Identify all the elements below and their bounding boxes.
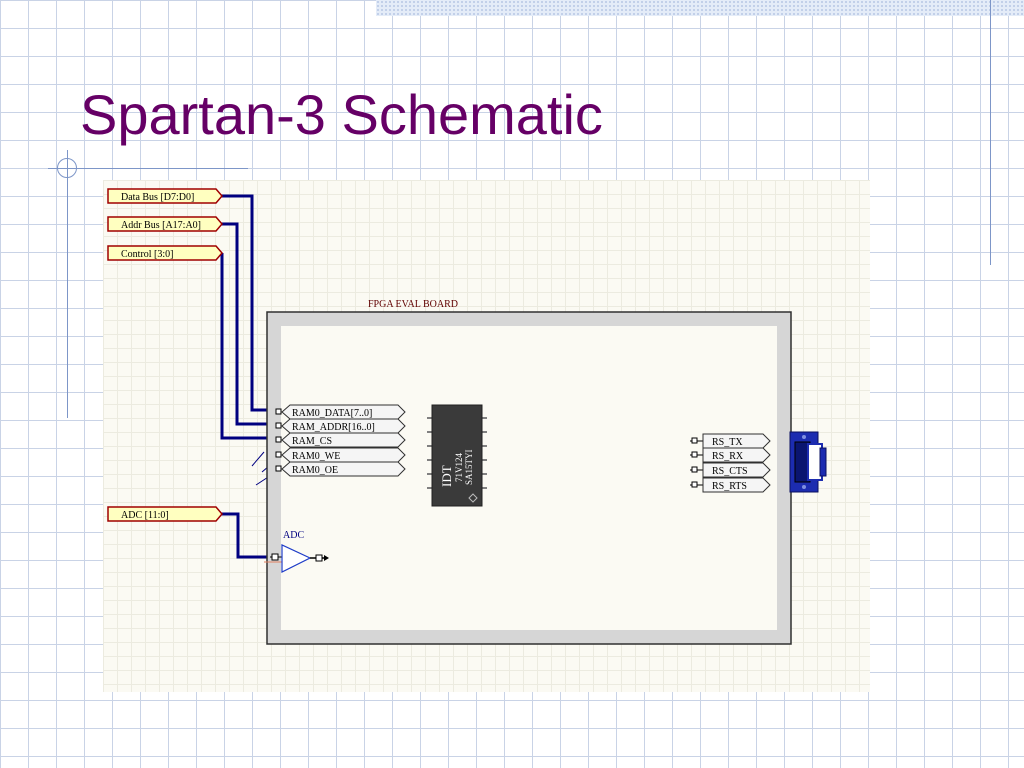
- port-shape: [107, 506, 223, 522]
- ram-pin-markers: [275, 408, 282, 472]
- port-label: RS_TX: [712, 437, 743, 448]
- board-inner-area: [281, 326, 777, 630]
- port-label: RAM_CS: [292, 436, 332, 447]
- port-shape: [702, 447, 771, 463]
- port-label: RS_RX: [712, 451, 744, 462]
- port-shape: [702, 477, 771, 493]
- input-port-data-bus: Data Bus [D7:D0]: [107, 188, 223, 204]
- port-label: RAM0_DATA[7..0]: [292, 408, 372, 419]
- ram-port-oe: RAM0_OE: [281, 461, 406, 477]
- connector-lip: [819, 447, 827, 477]
- input-port-adc: ADC [11:0]: [107, 506, 223, 522]
- port-label: RAM_ADDR[16..0]: [292, 422, 375, 433]
- port-label: Data Bus [D7:D0]: [121, 192, 194, 203]
- port-shape: [107, 216, 223, 232]
- rs-pin-marker: [691, 437, 698, 444]
- rs-pin-marker: [691, 466, 698, 473]
- adc-triangle: [281, 544, 312, 573]
- adc-buffer: ADC: [264, 530, 329, 573]
- port-shape: [281, 461, 406, 477]
- chip-orientation-mark: [468, 493, 478, 503]
- port-label: RAM0_OE: [292, 465, 338, 476]
- chip-text-line1: IDT: [439, 465, 454, 487]
- chip-text-line2: 71V124: [454, 453, 464, 482]
- port-shape: [107, 188, 223, 204]
- decorative-top-band: [376, 0, 1024, 16]
- port-label: Addr Bus [A17:A0]: [121, 220, 201, 231]
- input-port-control: Control [3:0]: [107, 245, 223, 261]
- port-shape: [702, 433, 771, 449]
- port-label: RAM0_WE: [292, 451, 340, 462]
- decorative-left-rule: [67, 150, 68, 418]
- rs-port-cts: RS_CTS: [690, 462, 771, 478]
- slide-title: Spartan-3 Schematic: [80, 83, 603, 146]
- ram-chip: IDT 71V124 SA15TYI: [427, 404, 487, 507]
- rs-port-tx: RS_TX: [690, 433, 771, 449]
- decorative-right-rule: [990, 0, 991, 265]
- chip-body: [431, 404, 483, 507]
- chip-pins: [427, 417, 487, 489]
- input-port-addr-bus: Addr Bus [A17:A0]: [107, 216, 223, 232]
- board-label: FPGA EVAL BOARD: [368, 299, 458, 310]
- port-shape: [281, 432, 406, 448]
- rs-pin-marker: [691, 481, 698, 488]
- wire-adc-bus: [221, 512, 278, 559]
- port-shape: [107, 245, 223, 261]
- port-label: ADC [11:0]: [121, 510, 169, 521]
- serial-connector-icon: [789, 431, 827, 493]
- wire-control-bus: [220, 253, 282, 440]
- adc-output-marker: [315, 554, 323, 562]
- pin-marker: [275, 408, 282, 415]
- connector-screw-bottom: [802, 485, 806, 489]
- adc-input-marker: [271, 553, 279, 561]
- ram-port-addr: RAM_ADDR[16..0]: [281, 418, 406, 434]
- chip-text-line3: SA15TYI: [464, 449, 474, 485]
- ram-port-cs: RAM_CS: [281, 432, 406, 448]
- pin-marker: [275, 422, 282, 429]
- control-line-extra: [251, 451, 265, 467]
- rs-port-rx: RS_RX: [690, 447, 771, 463]
- title-underline-rule: [48, 168, 248, 169]
- decorative-circle: [57, 158, 77, 178]
- adc-label: ADC: [283, 530, 304, 541]
- port-label: RS_RTS: [712, 481, 747, 492]
- wire-addr-bus: [221, 222, 282, 426]
- ram-port-we: RAM0_WE: [281, 447, 406, 463]
- ram-port-data: RAM0_DATA[7..0]: [281, 404, 406, 420]
- pin-marker: [275, 465, 282, 472]
- port-shape: [702, 462, 771, 478]
- rs-port-rts: RS_RTS: [690, 477, 771, 493]
- pin-marker: [275, 436, 282, 443]
- port-label: Control [3:0]: [121, 249, 174, 260]
- connector-screw-top: [802, 435, 806, 439]
- port-label: RS_CTS: [712, 466, 748, 477]
- rs-pin-marker: [691, 451, 698, 458]
- adc-output-arrow: [324, 555, 329, 561]
- pin-marker: [275, 451, 282, 458]
